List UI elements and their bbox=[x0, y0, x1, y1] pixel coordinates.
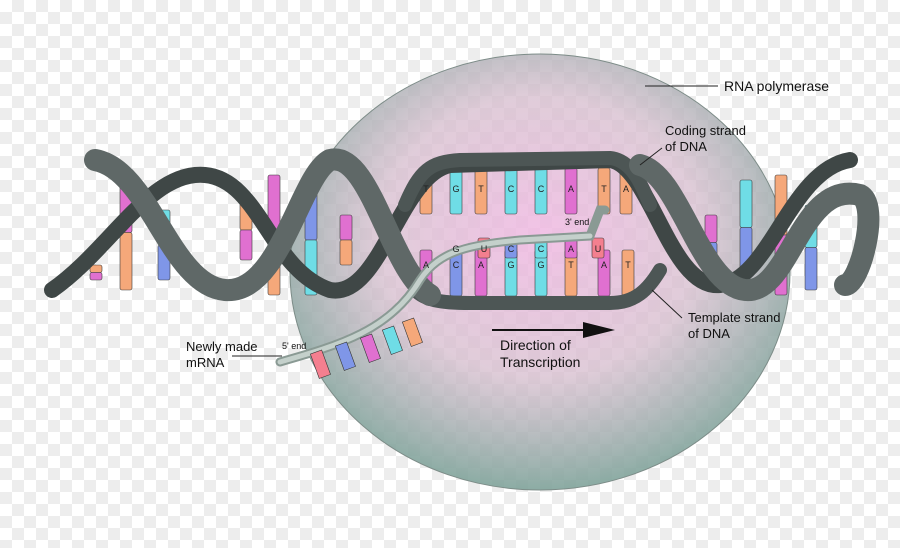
template-base-letter: A bbox=[478, 260, 484, 270]
template-base-letter: T bbox=[625, 260, 631, 270]
coding-strand-label: Coding strand of DNA bbox=[665, 123, 746, 155]
base-pair-half bbox=[739, 179, 753, 228]
template-base-letter: G bbox=[507, 260, 514, 270]
helix-front-strand bbox=[84, 148, 880, 306]
coding-strand-leader bbox=[639, 147, 663, 166]
mrna-tail-base bbox=[359, 333, 381, 363]
newly-made-mrna-label-line2: mRNA bbox=[186, 355, 225, 370]
mrna-base-letter: G bbox=[452, 244, 459, 254]
template-base-letter: A bbox=[601, 260, 607, 270]
coding-base-letter: A bbox=[623, 184, 629, 194]
direction-label-line2: Transcription bbox=[500, 354, 581, 370]
coding-base-letter: G bbox=[452, 184, 459, 194]
five-prime-end-label: 5' end bbox=[282, 341, 306, 351]
direction-label-line1: Direction of bbox=[500, 337, 571, 353]
mrna-tail-base bbox=[309, 349, 331, 379]
mrna-base-letter: U bbox=[595, 244, 602, 254]
mrna-base-letter: C bbox=[538, 244, 545, 254]
base-pair-half bbox=[239, 229, 253, 261]
mrna-tail-base bbox=[381, 325, 403, 355]
template-base bbox=[621, 249, 635, 297]
coding-base-letter: A bbox=[568, 184, 574, 194]
base-pair-half bbox=[339, 239, 353, 266]
mrna-strand-highlight bbox=[277, 233, 593, 365]
direction-of-transcription-label: Direction of Transcription bbox=[500, 337, 580, 371]
coding-base-letter: T bbox=[601, 184, 607, 194]
mrna-base-letter: U bbox=[481, 244, 488, 254]
template-strand-label-line1: Template strand bbox=[688, 310, 781, 325]
coding-base-letter: C bbox=[508, 184, 515, 194]
base-pair-half bbox=[339, 214, 353, 241]
template-strand-label-line2: of DNA bbox=[688, 326, 730, 341]
mrna-base-letter: A bbox=[568, 244, 574, 254]
coding-strand-path bbox=[398, 150, 657, 212]
newly-made-mrna-label: Newly made mRNA bbox=[186, 339, 258, 371]
direction-arrow-head bbox=[583, 322, 615, 338]
base-pair-half bbox=[89, 272, 103, 281]
template-base-letter: G bbox=[537, 260, 544, 270]
mrna-tail-base bbox=[401, 317, 423, 347]
mrna-base-in-bubble bbox=[591, 237, 605, 259]
mrna-base-tails bbox=[309, 317, 423, 379]
newly-made-mrna-label-line1: Newly made bbox=[186, 339, 258, 354]
mrna-tail-base bbox=[334, 341, 356, 371]
template-base-letter: C bbox=[453, 260, 460, 270]
three-prime-end-label: 3' end bbox=[565, 217, 589, 227]
rna-polymerase-label: RNA polymerase bbox=[724, 78, 830, 94]
template-base-letter: T bbox=[568, 260, 574, 270]
template-base-letter: A bbox=[423, 260, 429, 270]
template-strand-leader bbox=[651, 289, 683, 319]
template-strand-label: Template strand of DNA bbox=[688, 310, 781, 342]
coding-strand-label-line1: Coding strand bbox=[665, 123, 746, 138]
coding-strand-label-line2: of DNA bbox=[665, 139, 707, 154]
base-pair-half bbox=[119, 232, 133, 291]
coding-base-letter: T bbox=[423, 184, 429, 194]
mrna-base-letter: C bbox=[508, 244, 515, 254]
coding-base-letter: T bbox=[478, 184, 484, 194]
coding-base-letter: C bbox=[538, 184, 545, 194]
base-pair-half bbox=[804, 247, 818, 291]
